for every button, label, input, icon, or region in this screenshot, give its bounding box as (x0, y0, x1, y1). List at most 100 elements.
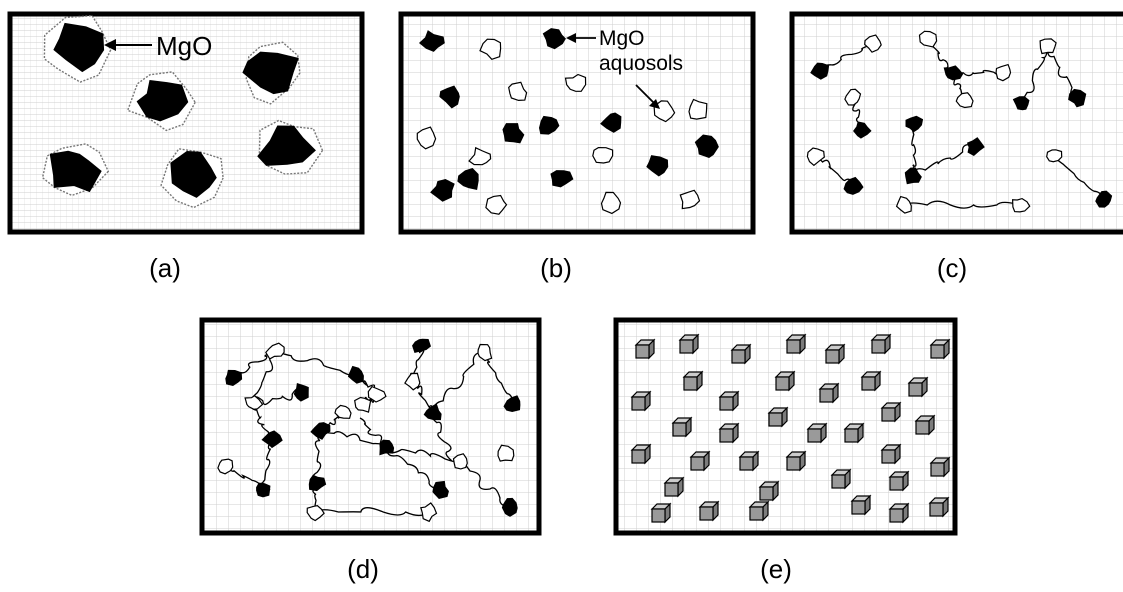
cubic-crystal (860, 370, 882, 392)
panel-e-background (616, 320, 955, 533)
cubic-crystal (774, 370, 796, 392)
cubic-crystal (689, 450, 711, 472)
aquosol-particle (995, 63, 1012, 82)
aquosol-particle (452, 453, 468, 470)
mgo-b-annotation: MgO (599, 27, 645, 50)
aquosol-particle (416, 126, 437, 150)
cubic-crystal (830, 468, 852, 490)
cubic-crystal (630, 443, 652, 465)
polymer-chain (385, 446, 441, 491)
polymer-chain (320, 429, 387, 448)
mgo-particle (261, 430, 283, 449)
mgo-particle (418, 30, 445, 52)
panel-d (199, 317, 542, 536)
cubic-crystal (888, 502, 910, 524)
aquosol-particle (895, 195, 912, 214)
cubic-crystal (663, 476, 685, 498)
cubic-crystal (671, 416, 693, 438)
mgo-particle (843, 176, 864, 195)
aquosol-particle (354, 396, 372, 413)
cubic-crystal (718, 422, 740, 444)
cubic-crystal (698, 500, 720, 522)
cubic-crystal (818, 382, 840, 404)
aquosol-particle (592, 146, 614, 164)
mgo-b-arrowhead (566, 33, 576, 43)
cubic-crystal (880, 443, 902, 465)
aquosol-particle (477, 343, 493, 362)
mgo-particle (347, 365, 364, 384)
aquosol-particle (334, 404, 352, 419)
mgo-particle (53, 22, 105, 73)
aquosol-particle (679, 189, 701, 210)
mgo-particle (457, 168, 479, 191)
cubic-crystal (678, 333, 700, 355)
polymer-chain (910, 122, 917, 177)
cubic-crystal (738, 450, 760, 472)
polymer-chain (431, 412, 453, 462)
cubic-crystal (630, 390, 652, 412)
mgo-arrowhead (104, 39, 116, 51)
mgo-particle (256, 482, 271, 498)
panel-d-content (217, 338, 521, 523)
mgo-particle (943, 65, 964, 81)
panel-b-particles (416, 28, 719, 215)
polymer-chain (359, 417, 387, 448)
aquosol-particle (217, 458, 234, 475)
panel-c-content (806, 30, 1113, 214)
aquosol-particle (508, 81, 528, 102)
polymer-chain (459, 459, 511, 508)
aquosol-particle (806, 147, 825, 167)
mgo-particle (242, 51, 299, 95)
mgo-particle (646, 155, 669, 177)
aquosol-particle (844, 88, 862, 106)
aquosol-particle (420, 502, 438, 523)
cubic-crystal (929, 338, 951, 360)
cubic-crystal (824, 343, 846, 365)
aquosols-arrow (635, 84, 657, 106)
cubic-crystal (718, 390, 740, 412)
panel-e-label: (e) (760, 554, 792, 584)
mgo-particle (538, 115, 560, 135)
cubic-crystal (806, 422, 828, 444)
aquosol-particle (1046, 149, 1063, 163)
aquosol-particle (1011, 197, 1031, 213)
polymer-chain (252, 387, 303, 405)
panel-c-background (792, 14, 1123, 232)
mgo-particle (502, 123, 525, 144)
mgo-particle (49, 150, 102, 193)
mgo-particle (853, 121, 872, 139)
aquosol-particle (497, 444, 515, 462)
cubic-crystal (767, 406, 789, 428)
aquosol-particle (306, 505, 325, 522)
mgo-particle (293, 383, 309, 402)
polymer-chain (903, 200, 1021, 209)
mgo-particle (308, 474, 327, 492)
mgo-particle (600, 112, 622, 133)
panel-a-label: (a) (149, 253, 181, 283)
cubic-crystal (758, 480, 780, 502)
aquosol-particle (265, 342, 285, 360)
polymer-chain (482, 351, 514, 405)
polymer-chain (1047, 45, 1079, 100)
cubic-crystal (682, 370, 704, 392)
panel-c-frame (789, 11, 1123, 235)
cubic-crystal (850, 494, 872, 516)
mgo-particle (1095, 190, 1113, 208)
aquosol-particle (367, 385, 387, 403)
panel-d-label: (d) (347, 554, 379, 584)
polymer-chain (258, 438, 273, 491)
panel-a-frame (7, 11, 365, 235)
mgo-particle (966, 137, 985, 157)
panel-a-particles (41, 14, 324, 209)
mgo-particle (542, 28, 566, 50)
panel-b-frame (398, 11, 756, 235)
aquosol-particle (404, 372, 421, 391)
mgo-particle (810, 62, 830, 80)
cubic-crystal (880, 401, 902, 423)
cubic-crystal (929, 456, 951, 478)
aquosol-particle (564, 73, 587, 92)
mgo-particle (412, 338, 432, 354)
cubic-crystal (650, 502, 672, 524)
cubic-crystal (843, 422, 865, 444)
aquosol-particle (955, 92, 974, 109)
